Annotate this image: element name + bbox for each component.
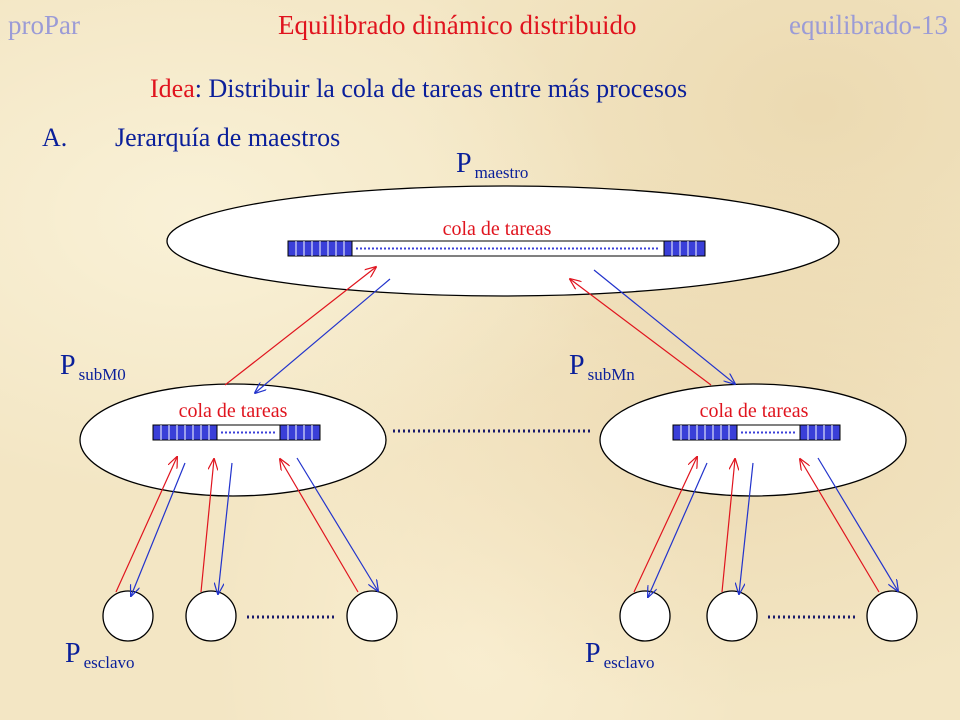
submn-queue-label: cola de tareas xyxy=(700,400,809,422)
header-title: Equilibrado dinámico distribuido xyxy=(278,10,637,40)
request-arrow-slave-submn xyxy=(800,459,880,593)
request-arrow-slave-submn xyxy=(633,457,697,593)
slave-process xyxy=(706,590,758,642)
slave-process xyxy=(102,590,154,642)
subm0-queue xyxy=(152,424,321,441)
slave-process xyxy=(346,590,398,642)
subm0-queue-label: cola de tareas xyxy=(179,400,288,422)
delivery-arrow-subm0-slave xyxy=(296,457,378,591)
delivery-arrow-submn-slave xyxy=(739,462,754,594)
delivery-arrow-subm0-slave xyxy=(131,462,186,596)
point-marker: A. xyxy=(42,123,68,152)
request-arrow-slave-subm0 xyxy=(280,459,359,593)
point-text: Jerarquía de maestros xyxy=(115,123,341,152)
header-slide-id: equilibrado-13 xyxy=(789,10,948,40)
submn-queue xyxy=(672,424,841,441)
delivery-arrow-subm0-slave xyxy=(218,462,233,594)
request-arrow-submn-master xyxy=(570,279,712,386)
request-arrow-slave-subm0 xyxy=(200,459,214,593)
slave-process xyxy=(619,590,671,642)
delivery-arrow-master-submn xyxy=(593,269,735,384)
slave-process xyxy=(866,590,918,642)
request-arrow-slave-subm0 xyxy=(115,457,177,593)
delivery-arrow-submn-slave xyxy=(817,457,898,591)
delivery-arrow-master-subm0 xyxy=(255,278,391,393)
master-queue xyxy=(287,240,706,257)
delivery-arrow-submn-slave xyxy=(648,462,708,597)
request-arrow-subm0-master xyxy=(224,267,376,386)
master-queue-label: cola de tareas xyxy=(443,218,552,240)
slave-process xyxy=(185,590,237,642)
idea-keyword: Idea xyxy=(150,74,195,103)
idea-line: Idea: Distribuir la cola de tareas entre… xyxy=(150,74,687,104)
idea-text: : Distribuir la cola de tareas entre más… xyxy=(194,74,688,103)
header-course: proPar xyxy=(8,10,80,40)
request-arrow-slave-submn xyxy=(721,459,735,593)
